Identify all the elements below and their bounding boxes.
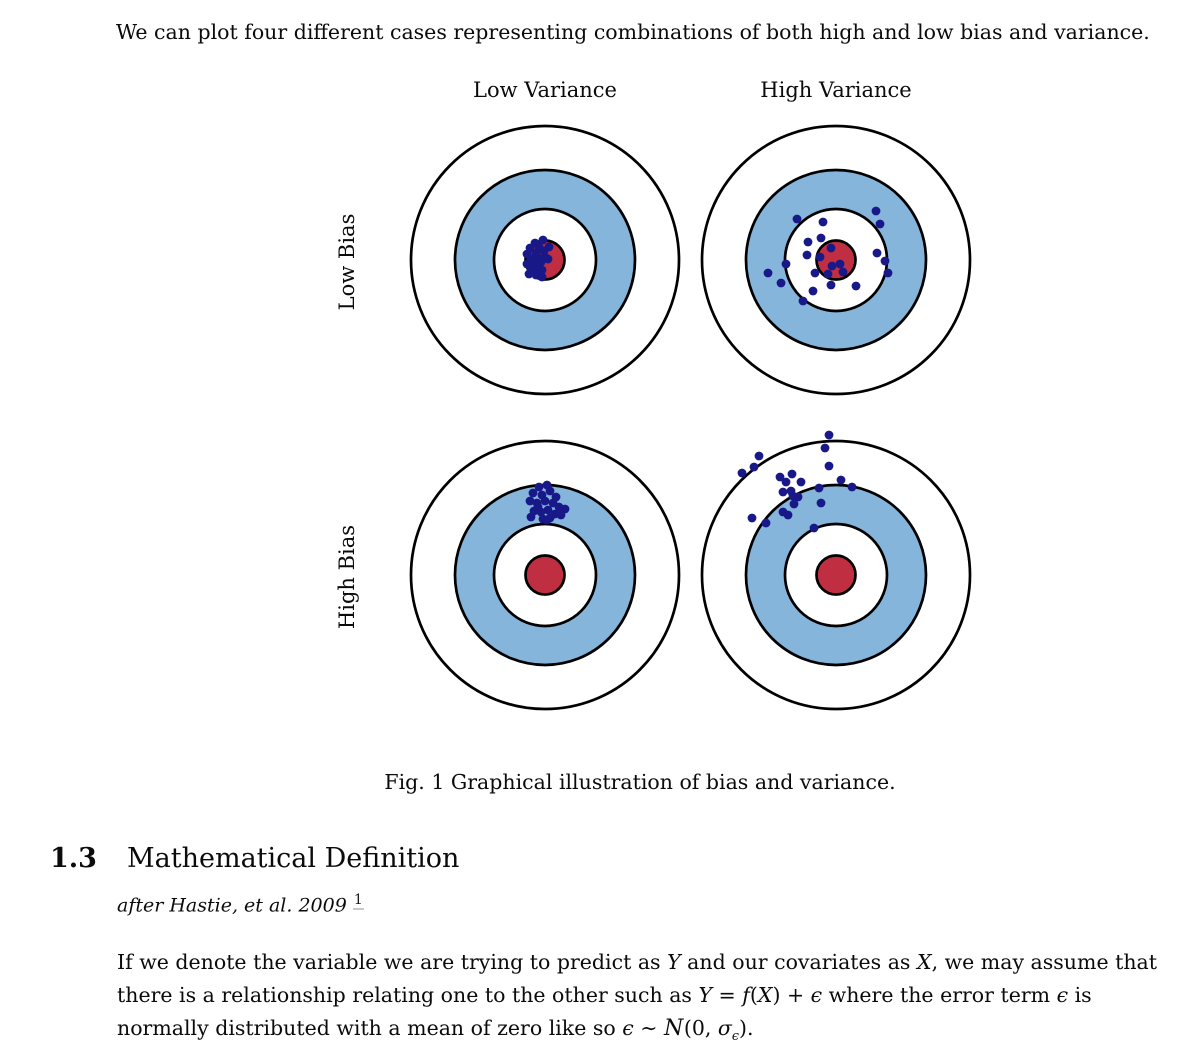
sample-dot [824, 430, 834, 440]
sample-dot [534, 482, 544, 492]
sample-dot [826, 243, 836, 253]
sample-dot [803, 237, 813, 247]
sample-dot [761, 518, 771, 528]
sample-dot [798, 296, 808, 306]
sample-dot [544, 242, 554, 252]
sample-dot [816, 498, 826, 508]
sample-dot [883, 268, 893, 278]
target-low-bias-low-variance [409, 124, 681, 396]
sample-dot [537, 265, 547, 275]
sample-dot [802, 250, 812, 260]
sample-dot [525, 496, 535, 506]
sample-dot [827, 261, 837, 271]
sample-dot [818, 217, 828, 227]
sample-dot [792, 214, 802, 224]
sample-dot [871, 206, 881, 216]
target-high-bias-high-variance [700, 430, 972, 711]
sample-dot [816, 233, 826, 243]
sample-dot [835, 259, 845, 269]
sample-dot [533, 502, 543, 512]
attribution-line: after Hastie, et al. 2009 1 [117, 889, 364, 916]
section-heading: 1.3 Mathematical Definition [50, 842, 459, 876]
target-high-bias-low-variance [409, 439, 681, 711]
sample-dot [776, 278, 786, 288]
sample-dot [808, 286, 818, 296]
sample-dot [809, 523, 819, 533]
sample-dot [781, 259, 791, 269]
sample-dot [796, 477, 806, 487]
sample-dot [763, 268, 773, 278]
sample-dot [537, 272, 547, 282]
section-number: 1.3 [50, 843, 97, 874]
intro-paragraph: We can plot four different cases represe… [116, 20, 1150, 44]
sample-dot [737, 468, 747, 478]
sample-dot [749, 462, 759, 472]
sample-dot [754, 451, 764, 461]
sample-dot [778, 487, 788, 497]
paragraph-line: normally distributed with a mean of zero… [117, 1015, 754, 1044]
row-label-high-bias: High Bias [335, 524, 359, 630]
sample-dot [823, 269, 833, 279]
sample-dot [810, 268, 820, 278]
sample-dot [538, 235, 548, 245]
sample-dot [838, 267, 848, 277]
sample-dot [824, 461, 834, 471]
footnote-link[interactable]: 1 [352, 892, 364, 910]
sample-dot [528, 488, 538, 498]
bias-variance-figure-svg [409, 124, 972, 711]
sample-dot [814, 483, 824, 493]
sample-dot [836, 475, 846, 485]
col-label-high-variance: High Variance [760, 78, 912, 102]
footnote-superscript: 1 [352, 889, 364, 910]
sample-dot [524, 269, 534, 279]
sample-dot [556, 510, 566, 520]
sample-dot [526, 512, 536, 522]
sample-dot [545, 486, 555, 496]
sample-dot [789, 499, 799, 509]
sample-dot [543, 254, 553, 264]
target-low-bias-high-variance [700, 124, 972, 396]
sample-dot [542, 515, 552, 525]
sample-dot [543, 505, 553, 515]
row-label-low-bias: Low Bias [335, 213, 359, 311]
body-paragraph: If we denote the variable we are trying … [117, 946, 1157, 1045]
sample-dot [540, 496, 550, 506]
sample-dot [851, 281, 861, 291]
sample-dot [781, 477, 791, 487]
sample-dot [815, 252, 825, 262]
sample-dot [826, 280, 836, 290]
paragraph-line: there is a relationship relating one to … [117, 983, 1092, 1007]
sample-dot [787, 469, 797, 479]
sample-dot [847, 482, 857, 492]
col-label-low-variance: Low Variance [473, 78, 617, 102]
sample-dot [880, 256, 890, 266]
sample-dot [747, 513, 757, 523]
sample-dot [793, 492, 803, 502]
paragraph-line: If we denote the variable we are trying … [117, 950, 1158, 974]
sample-dot [875, 219, 885, 229]
attribution-text: after Hastie, et al. 2009 [117, 894, 347, 917]
figure-caption: Fig. 1 Graphical illustration of bias an… [384, 770, 896, 794]
sample-dot [783, 510, 793, 520]
sample-dot [775, 472, 785, 482]
section-title: Mathematical Definition [127, 843, 460, 874]
sample-dot [872, 248, 882, 258]
sample-dot [820, 443, 830, 453]
